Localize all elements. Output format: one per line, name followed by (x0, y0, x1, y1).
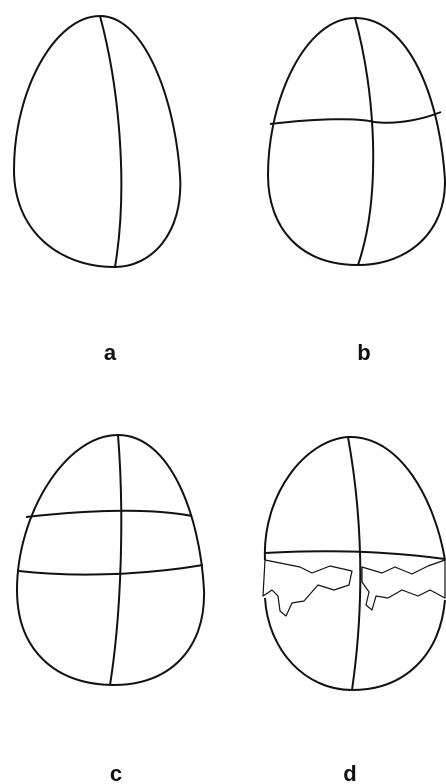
egg-upper-outline (265, 437, 445, 560)
horizontal-cut-line (265, 551, 445, 559)
egg-lower-outline (265, 598, 445, 690)
horizontal-cut-line (270, 112, 441, 124)
vertical-cut-line (355, 18, 373, 265)
right-crack-strip (362, 560, 445, 610)
panel-label-d: d (343, 761, 356, 784)
egg-outline (268, 18, 445, 265)
vertical-cut-line (110, 435, 121, 685)
lower-horizontal-cut-line (19, 565, 203, 575)
panel-a: a (14, 16, 180, 365)
panel-label-c: c (110, 761, 122, 784)
upper-horizontal-cut-line (26, 511, 192, 517)
panel-d: d (263, 437, 445, 784)
panel-label-b: b (357, 340, 370, 365)
vertical-cut-line (100, 16, 121, 267)
egg-outline (17, 435, 204, 685)
panel-c: c (17, 435, 204, 784)
panel-label-a: a (104, 340, 117, 365)
panel-b: b (268, 18, 445, 365)
vertical-cut-line (348, 437, 360, 690)
egg-outline (14, 16, 180, 267)
left-crack-strip (263, 560, 352, 616)
